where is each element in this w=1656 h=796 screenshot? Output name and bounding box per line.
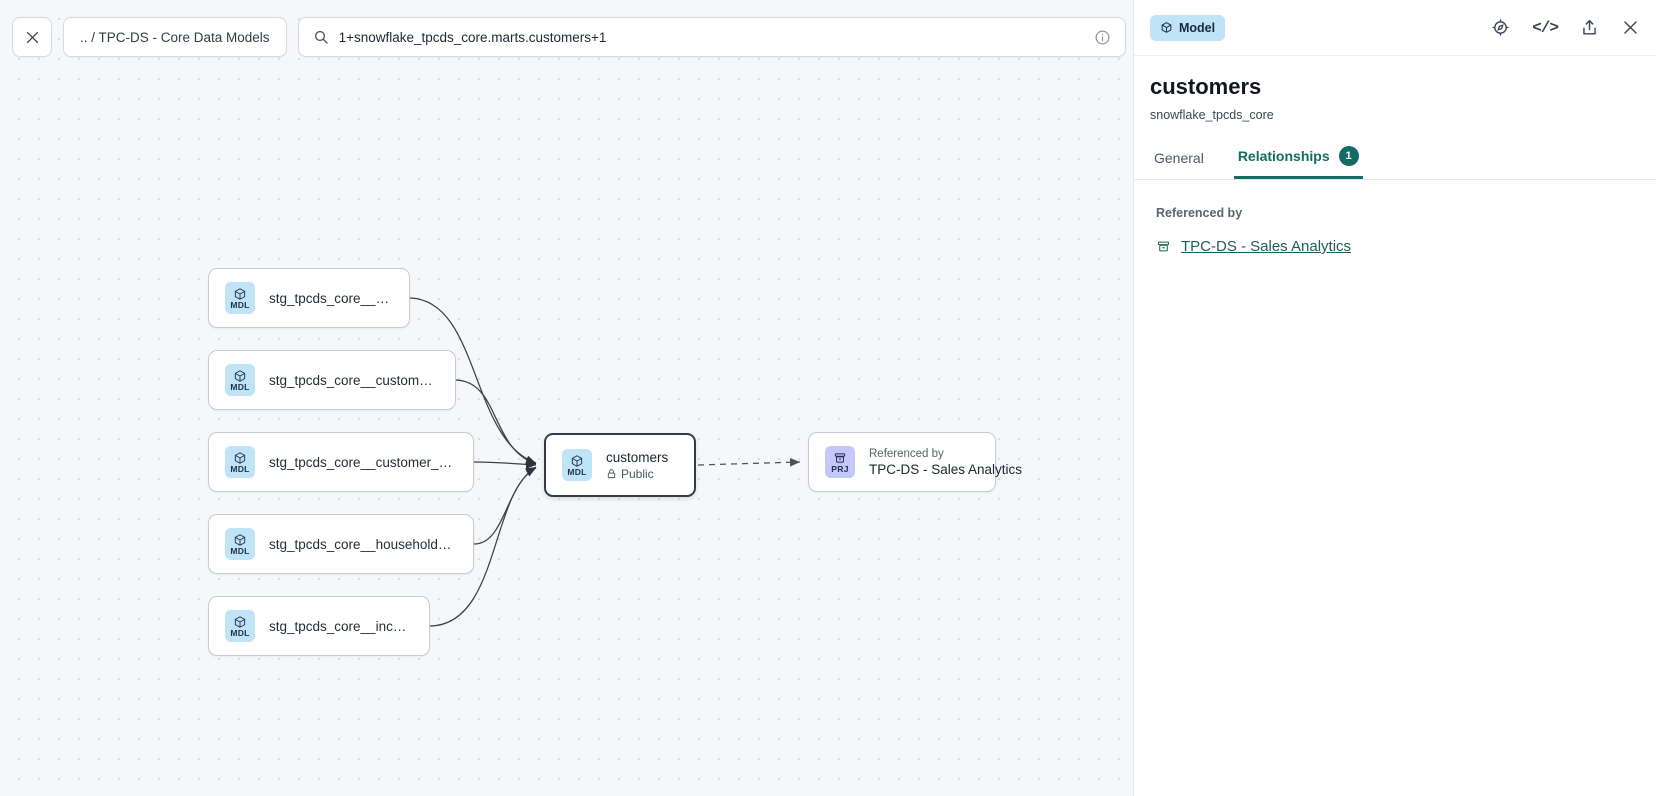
close-graph-button[interactable] bbox=[12, 17, 52, 57]
cube-icon bbox=[234, 533, 246, 546]
lineage-search[interactable] bbox=[297, 17, 1126, 57]
model-type-chip[interactable]: Model bbox=[1150, 14, 1226, 41]
node-title: TPC-DS - Sales Analytics bbox=[869, 461, 1023, 477]
tab-label: Relationships bbox=[1237, 148, 1330, 164]
model-badge: MDL bbox=[562, 449, 592, 481]
search-icon bbox=[314, 30, 328, 44]
graph-nodes: MDL stg_tpcds_core__customer MDL stg_tpc… bbox=[208, 268, 1023, 656]
badge-text: PRJ bbox=[831, 463, 849, 474]
badge-text: MDL bbox=[230, 545, 250, 556]
graph-node-selected[interactable]: MDL customers Public bbox=[544, 433, 696, 497]
page-subtitle: snowflake_tpcds_core bbox=[1150, 108, 1274, 122]
tab-general[interactable]: General bbox=[1150, 150, 1208, 179]
model-badge: MDL bbox=[225, 610, 255, 642]
model-badge: MDL bbox=[225, 528, 255, 560]
tab-label: General bbox=[1154, 150, 1204, 166]
breadcrumb[interactable]: .. / TPC-DS - Core Data Models bbox=[63, 17, 287, 57]
lock-icon bbox=[607, 469, 616, 479]
visibility-label: Public bbox=[621, 466, 654, 481]
cube-icon bbox=[234, 451, 246, 464]
node-kicker: Referenced by bbox=[869, 447, 944, 460]
canvas-toolbar: .. / TPC-DS - Core Data Models bbox=[12, 17, 1133, 57]
list-item[interactable]: TPC-DS - Sales Analytics bbox=[1134, 220, 1656, 255]
lineage-canvas[interactable]: .. / TPC-DS - Core Data Models bbox=[0, 0, 1133, 796]
graph-node[interactable]: MDL stg_tpcds_core__customer_address bbox=[208, 350, 456, 410]
badge-text: MDL bbox=[230, 299, 250, 310]
panel-header: Model </> bbox=[1134, 0, 1656, 56]
project-icon bbox=[834, 452, 846, 463]
details-panel: Model </> bbox=[1133, 0, 1656, 796]
model-badge: MDL bbox=[225, 282, 255, 314]
panel-header-actions: </> bbox=[1491, 18, 1640, 37]
referenced-by-link[interactable]: TPC-DS - Sales Analytics bbox=[1181, 238, 1352, 255]
graph-node[interactable]: MDL stg_tpcds_core__customer_demogra… bbox=[208, 432, 474, 492]
chip-label: Model bbox=[1179, 20, 1216, 35]
badge-text: MDL bbox=[567, 466, 587, 477]
close-panel-icon[interactable] bbox=[1621, 18, 1640, 37]
project-badge: PRJ bbox=[825, 446, 855, 478]
badge-text: MDL bbox=[230, 463, 250, 474]
node-text-stack: customers Public bbox=[606, 450, 668, 481]
tab-count-badge: 1 bbox=[1338, 146, 1359, 166]
badge-text: MDL bbox=[230, 627, 250, 638]
tab-relationships[interactable]: Relationships 1 bbox=[1233, 146, 1363, 179]
node-label: stg_tpcds_core__customer_address bbox=[269, 372, 439, 388]
node-title: customers bbox=[606, 449, 669, 465]
cube-icon bbox=[234, 615, 246, 628]
graph-node[interactable]: MDL stg_tpcds_core__customer bbox=[208, 268, 410, 328]
code-icon[interactable]: </> bbox=[1532, 18, 1559, 37]
info-icon[interactable] bbox=[1094, 29, 1111, 46]
compass-icon[interactable] bbox=[1491, 18, 1510, 37]
graph-node-project[interactable]: PRJ Referenced by TPC-DS - Sales Analyti… bbox=[808, 432, 1023, 492]
model-badge: MDL bbox=[225, 364, 255, 396]
project-icon bbox=[1156, 239, 1171, 254]
search-input[interactable] bbox=[338, 29, 1084, 45]
page-title: customers bbox=[1150, 74, 1262, 99]
badge-text: MDL bbox=[230, 381, 250, 392]
node-visibility: Public bbox=[606, 467, 668, 481]
graph-node[interactable]: MDL stg_tpcds_core__household_demogr… bbox=[208, 514, 474, 574]
node-label: stg_tpcds_core__income_band bbox=[269, 618, 413, 634]
cube-icon bbox=[1161, 22, 1172, 33]
node-label: stg_tpcds_core__customer bbox=[269, 290, 393, 306]
cube-icon bbox=[234, 369, 246, 382]
close-icon bbox=[26, 31, 38, 43]
cube-icon bbox=[234, 287, 246, 300]
node-label: stg_tpcds_core__customer_demogra… bbox=[269, 454, 457, 470]
cube-icon bbox=[571, 454, 583, 467]
section-label-referenced-by: Referenced by bbox=[1156, 206, 1243, 220]
model-badge: MDL bbox=[225, 446, 255, 478]
panel-tabs: General Relationships 1 bbox=[1134, 122, 1656, 180]
graph-node[interactable]: MDL stg_tpcds_core__income_band bbox=[208, 596, 430, 656]
node-label: stg_tpcds_core__household_demogr… bbox=[269, 536, 457, 552]
node-text-stack: Referenced by TPC-DS - Sales Analytics bbox=[869, 447, 1023, 477]
share-icon[interactable] bbox=[1580, 18, 1599, 37]
